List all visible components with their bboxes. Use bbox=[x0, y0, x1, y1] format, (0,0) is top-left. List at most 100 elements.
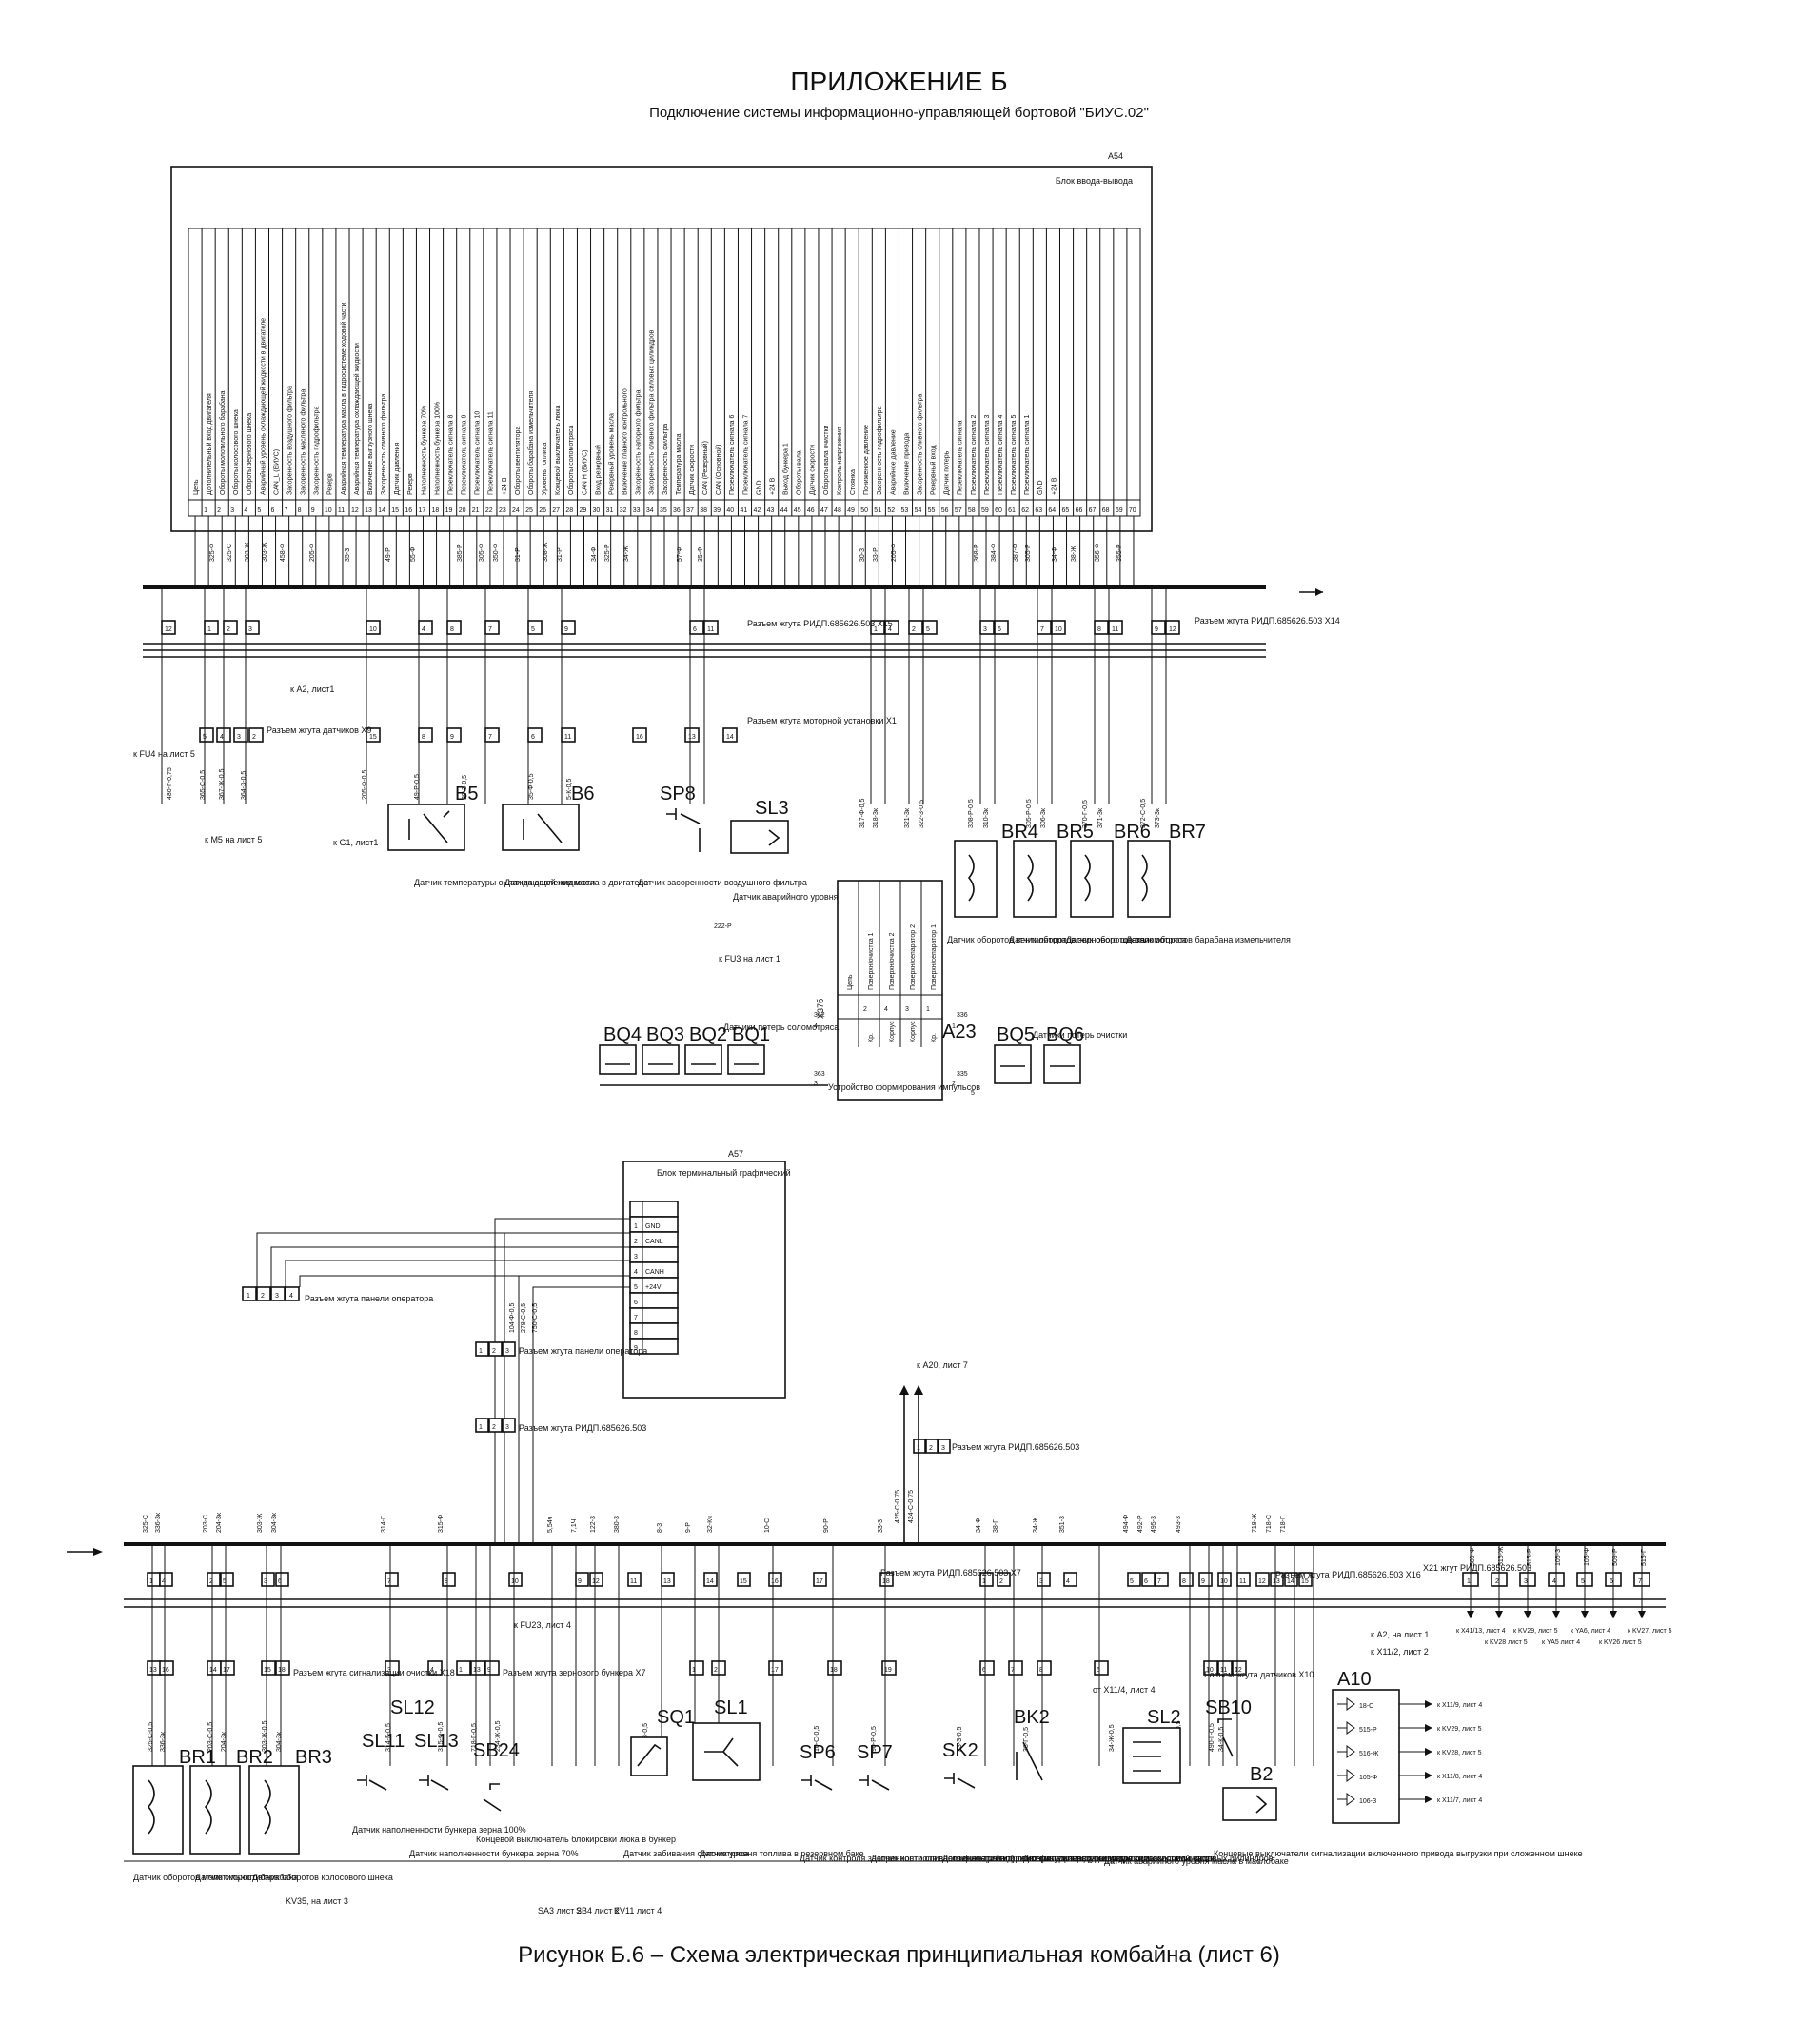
a54-pin-function: Включение привода bbox=[903, 433, 910, 495]
svg-text:SP8: SP8 bbox=[660, 784, 696, 804]
a54-pin-number: 61 bbox=[1008, 507, 1016, 514]
connector-pin bbox=[1270, 1572, 1284, 1587]
a54-pin-number: 67 bbox=[1089, 507, 1097, 514]
svg-text:14: 14 bbox=[209, 1667, 217, 1674]
svg-text:2: 2 bbox=[929, 1445, 933, 1452]
sensor-br3: BR3 Датчик оборотов колосового шнека bbox=[248, 1747, 393, 1882]
x16-label: Разъем жгута РИДП.685626.503 X16 bbox=[1275, 1570, 1421, 1579]
wire-label: 90-Р bbox=[823, 1518, 830, 1533]
a54-pin-function: Переключатель сигнала 2 bbox=[971, 414, 978, 495]
svg-text:B2: B2 bbox=[1250, 1764, 1273, 1785]
svg-text:Датчик температуры масла гидро: Датчик температуры масла гидросистемы си… bbox=[1023, 1854, 1274, 1863]
a10-pin: 105-Ф bbox=[1359, 1775, 1377, 1781]
wire-label: 57-Ф bbox=[677, 547, 683, 562]
bq-ref: BQ5 bbox=[997, 1024, 1035, 1045]
connector-pin bbox=[159, 1572, 173, 1587]
svg-text:2: 2 bbox=[714, 1667, 718, 1674]
wire-label: 380-3 bbox=[614, 1516, 621, 1533]
wire-label: 336-3к bbox=[155, 1512, 162, 1533]
svg-text:Датчик оборотов колосового шне: Датчик оборотов колосового шнека bbox=[252, 1873, 393, 1882]
svg-text:3: 3 bbox=[264, 1578, 267, 1585]
a54-pin-function: Переключатель сигнала 11 bbox=[488, 411, 495, 495]
svg-text:4: 4 bbox=[1066, 1578, 1070, 1585]
a54-pin-number: 10 bbox=[325, 507, 332, 514]
wire-label: 315-Ф bbox=[438, 1515, 445, 1533]
connector-pin bbox=[1217, 1572, 1232, 1587]
wire-label: 516-Ж bbox=[1498, 1546, 1505, 1566]
wire-label: 322-3-0,5 bbox=[919, 800, 925, 828]
wire-label: 494-Ф bbox=[1123, 1515, 1130, 1533]
a57-pin-signal: CANL bbox=[645, 1239, 663, 1245]
connector-pin bbox=[385, 1572, 399, 1587]
svg-text:SP6: SP6 bbox=[800, 1742, 836, 1763]
wire-label: 718-Ж bbox=[1252, 1513, 1258, 1533]
svg-text:19: 19 bbox=[884, 1667, 892, 1674]
svg-text:1: 1 bbox=[479, 1348, 483, 1355]
wire-label: 718-Г bbox=[1280, 1516, 1287, 1533]
svg-text:11: 11 bbox=[630, 1578, 637, 1585]
bq-sensor bbox=[684, 1044, 722, 1075]
connector-pin-number: 11 bbox=[1112, 626, 1118, 633]
svg-text:BR5: BR5 bbox=[1057, 822, 1094, 843]
a54-pin-function: +24 В bbox=[769, 477, 776, 495]
a57-pin-number: 5 bbox=[634, 1284, 638, 1291]
wire-label: 325-Ф bbox=[209, 544, 216, 562]
wire-label: 234-Ж-0,5 bbox=[495, 1720, 502, 1752]
a54-pin-function: Температура масла bbox=[676, 433, 682, 495]
wire-label: 364-З-0,5 bbox=[241, 771, 247, 800]
a54-pin-function: Датчик скорости bbox=[810, 445, 817, 495]
a57-pin-number: 6 bbox=[634, 1300, 638, 1306]
svg-text:Датчик температуры охлаждающей: Датчик температуры охлаждающей жидкости bbox=[414, 878, 595, 887]
a54-pin-number: 65 bbox=[1061, 507, 1069, 514]
reference: к KV29, лист 5 bbox=[1513, 1628, 1558, 1635]
a54-pin-number: 13 bbox=[365, 507, 372, 514]
bq-sensor bbox=[642, 1044, 680, 1075]
wire-label: 492-Р bbox=[1137, 1515, 1144, 1533]
connector-pin bbox=[1155, 1572, 1169, 1587]
a54-pin-function: Обороты вентилятора bbox=[514, 427, 522, 495]
a54-pin-number: 3 bbox=[230, 507, 234, 514]
a54-pin-function: Переключатель сигнала 8 bbox=[447, 414, 454, 495]
svg-text:9: 9 bbox=[1201, 1578, 1205, 1585]
ridp2-label: Разъем жгута РИДП.685626.503 bbox=[952, 1442, 1079, 1452]
a23-pin: 3 bbox=[814, 1081, 818, 1087]
svg-text:B5: B5 bbox=[455, 784, 478, 804]
connector-pin bbox=[703, 1572, 718, 1587]
wire-label: 509-Р bbox=[1612, 1548, 1619, 1566]
connector-pin bbox=[997, 1572, 1011, 1587]
a54-pin-number: 36 bbox=[673, 507, 681, 514]
sensor-br1: BR1 Датчик оборотов молотильного барабан… bbox=[132, 1747, 298, 1882]
svg-text:Датчик давления масла в двигат: Датчик давления масла в двигателе bbox=[504, 878, 648, 887]
wire-label: 305-Р bbox=[1025, 544, 1032, 562]
wire-label: 104-Ф-0,5 bbox=[509, 1302, 516, 1333]
bq-ref: BQ2 bbox=[689, 1024, 727, 1045]
sensor-sb24: SB24 Концевой выключатель блокировки люк… bbox=[473, 1740, 676, 1844]
a23-num: 4 bbox=[884, 1006, 888, 1013]
wire-label: 370-Г-0,5 bbox=[1082, 800, 1089, 828]
a57-pin-number: 2 bbox=[634, 1239, 638, 1245]
connector-pin bbox=[207, 1572, 221, 1587]
a54-pin-number: 42 bbox=[754, 507, 761, 514]
connector-pin bbox=[248, 727, 264, 743]
a23-num: 3 bbox=[905, 1006, 909, 1013]
connector-pin-number: 3 bbox=[983, 626, 987, 633]
a54-pin-number: 7 bbox=[285, 507, 288, 514]
bq-ref: BQ1 bbox=[732, 1024, 770, 1045]
connector-pin-number: 9 bbox=[1155, 626, 1158, 633]
svg-text:4: 4 bbox=[1552, 1578, 1556, 1585]
reference: к X11/7, лист 4 bbox=[1437, 1797, 1482, 1804]
wire-label: 493-3 bbox=[1176, 1516, 1182, 1533]
wire-label: 9-Р bbox=[685, 1522, 692, 1533]
a54-pin-number: 6 bbox=[271, 507, 275, 514]
a54-pin-number: 17 bbox=[418, 507, 425, 514]
wire-label: 7,1Ч bbox=[571, 1518, 578, 1533]
wire-label: 204-3к bbox=[221, 1731, 227, 1752]
svg-text:10: 10 bbox=[1220, 1578, 1228, 1585]
svg-text:Датчик аварийной температуры м: Датчик аварийной температуры масла гидро… bbox=[942, 1854, 1215, 1863]
svg-text:1: 1 bbox=[982, 1578, 986, 1585]
svg-text:BR3: BR3 bbox=[295, 1747, 332, 1768]
svg-text:1: 1 bbox=[479, 1424, 483, 1431]
svg-text:4: 4 bbox=[162, 1578, 166, 1585]
svg-text:Датчик контроля засоренности н: Датчик контроля засоренности напорного ф… bbox=[871, 1854, 1215, 1863]
